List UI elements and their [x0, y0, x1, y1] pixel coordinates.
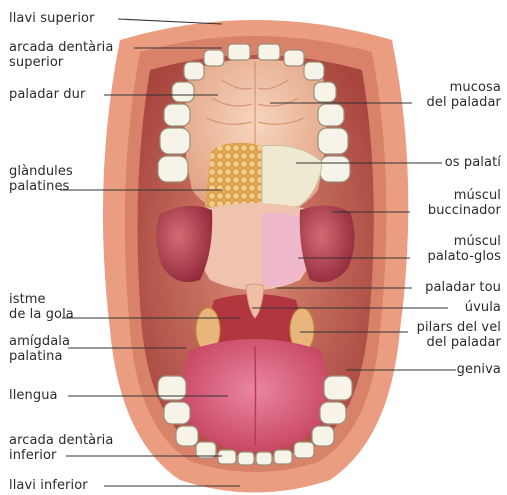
label-arcada-dentaria-superior: arcada dentària superior	[9, 40, 113, 70]
label-amigdala-palatina: amígdala palatina	[9, 334, 70, 364]
label-arcada-dentaria-inferior: arcada dentària inferior	[9, 433, 113, 463]
label-llengua: llengua	[9, 388, 58, 403]
label-geniva: geniva	[457, 362, 501, 377]
label-muscul-palato-glos: múscul palato-glos	[428, 234, 501, 264]
label-llavi-inferior: llavi inferior	[9, 478, 88, 493]
label-os-palati: os palatí	[445, 155, 501, 170]
label-uvula: úvula	[465, 300, 501, 315]
label-paladar-tou: paladar tou	[425, 280, 501, 295]
label-istme-de-la-gola: istme de la gola	[9, 292, 74, 322]
label-glandules-palatines: glàndules palatines	[9, 164, 73, 194]
label-pilars-del-vel-del-paladar: pilars del vel del paladar	[417, 320, 501, 350]
label-mucosa-del-paladar: mucosa del paladar	[427, 80, 501, 110]
label-muscul-buccinador: múscul buccinador	[428, 188, 501, 218]
label-llavi-superior: llavi superior	[9, 11, 95, 26]
label-paladar-dur: paladar dur	[9, 87, 85, 102]
